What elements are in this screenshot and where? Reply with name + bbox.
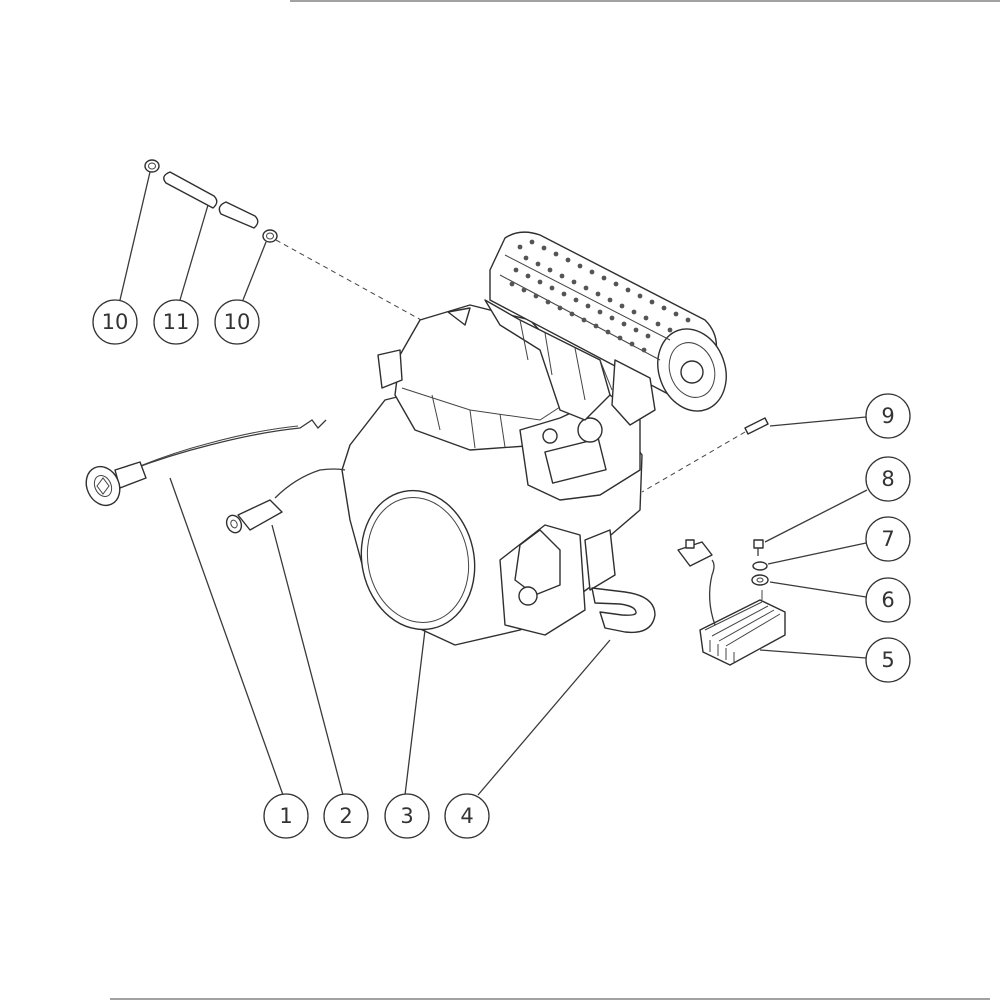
callout-2: 2: [323, 793, 369, 839]
callout-6: 6: [865, 577, 911, 623]
callout-7: 7: [865, 516, 911, 562]
oil-drain-tube: [591, 587, 656, 634]
assembly-dash-line-pin: [641, 431, 746, 493]
callout-8: 8: [865, 456, 911, 502]
fuel-line-nozzle: [225, 468, 346, 534]
fuel-hose-short: [218, 201, 259, 229]
svg-text:7: 7: [881, 527, 894, 551]
svg-text:8: 8: [881, 467, 894, 491]
svg-text:10: 10: [224, 310, 251, 334]
svg-text:9: 9: [881, 404, 894, 428]
svg-text:4: 4: [460, 804, 473, 828]
callout-5: 5: [865, 637, 911, 683]
callout-10-left: 10: [92, 299, 138, 345]
assembly-dash-line-hose: [275, 239, 433, 327]
svg-text:6: 6: [881, 588, 894, 612]
hose-clamp-top: [144, 159, 160, 173]
screw: [753, 539, 764, 556]
fuel-hose-long: [163, 171, 218, 209]
muffler-screen: [484, 231, 727, 426]
svg-text:1: 1: [279, 804, 292, 828]
pin: [744, 417, 769, 435]
callout-1: 1: [263, 793, 309, 839]
callout-9: 9: [865, 393, 911, 439]
callout-4: 4: [444, 793, 490, 839]
svg-text:2: 2: [339, 804, 352, 828]
svg-text:10: 10: [102, 310, 129, 334]
voltage-regulator: [677, 539, 786, 666]
hose-clamp-bottom: [262, 229, 278, 243]
callout-10-right: 10: [214, 299, 260, 345]
svg-text:3: 3: [400, 804, 413, 828]
callout-11: 11: [153, 299, 199, 345]
svg-text:5: 5: [881, 648, 894, 672]
lock-washer: [752, 561, 768, 571]
choke-cable: [85, 419, 327, 507]
svg-text:11: 11: [163, 310, 190, 334]
leader-lines: [119, 171, 868, 796]
flat-washer: [751, 574, 769, 586]
callout-3: 3: [384, 793, 430, 839]
